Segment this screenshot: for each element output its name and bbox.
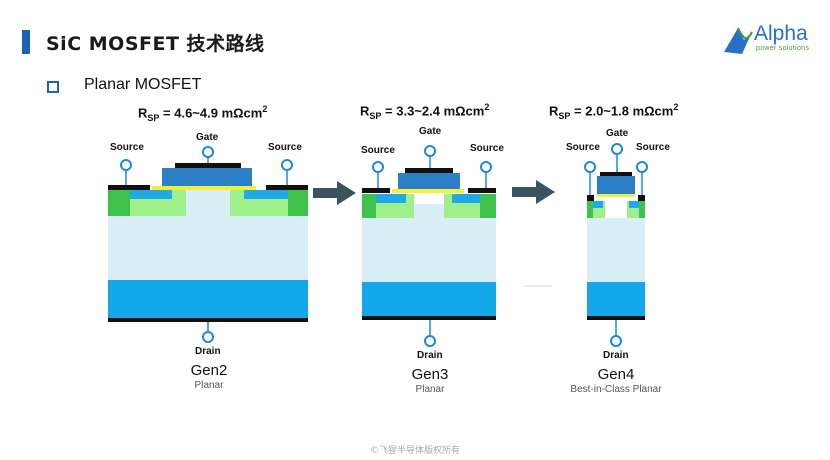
rsp-gen3: RSP = 3.3~2.4 mΩcm2 <box>360 102 490 121</box>
gen4-n-plus-left <box>593 201 603 208</box>
gen4-drain-metal <box>587 316 645 320</box>
gen2-p-plus-left <box>108 190 130 216</box>
gen3-gate-poly <box>398 173 460 189</box>
gen4-drain-label: Drain <box>603 350 629 361</box>
logo-name: Alpha <box>754 22 808 45</box>
bullet-square-icon <box>47 81 59 93</box>
gen2-source-right-label: Source <box>268 142 302 153</box>
gen3-p-plus-right <box>480 194 496 218</box>
gen4-source-metal-right <box>638 195 645 201</box>
title-accent-bar <box>22 30 30 54</box>
rsp-gen4: RSP = 2.0~1.8 mΩcm2 <box>549 102 679 121</box>
gen2-source-left-probe-icon <box>120 159 132 171</box>
gen3-source-metal-left <box>362 188 390 193</box>
gen2-source-metal-right <box>266 185 308 190</box>
gen4-structure: Source Gate Source Drain <box>566 128 670 361</box>
logo-tagline: power solutions <box>756 45 810 52</box>
gen2-substrate <box>108 280 308 318</box>
gen2-n-plus-left <box>130 190 172 199</box>
arrow-gen2-to-gen3-icon <box>313 181 356 205</box>
gen3-drain-probe-icon <box>424 335 436 347</box>
gen4-gate-oxide <box>597 194 635 197</box>
gen3-substrate <box>362 282 496 316</box>
gen2-gate-label: Gate <box>196 132 219 143</box>
section-label: Planar MOSFET <box>84 76 202 93</box>
gen4-drain-probe-icon <box>610 335 622 347</box>
gen2-structure: Source Gate Source Drain <box>108 132 308 357</box>
gen3-n-plus-right <box>452 194 480 203</box>
gen4-n-plus-right <box>629 201 639 208</box>
gen4-source-left-probe-icon <box>584 161 596 173</box>
gen2-type: Planar <box>194 380 224 391</box>
gen3-type: Planar <box>415 384 445 395</box>
gen3-source-metal-right <box>468 188 496 193</box>
gen4-gate-label: Gate <box>606 128 629 139</box>
gen4-name: Gen4 <box>597 366 635 383</box>
gen2-drain-label: Drain <box>195 346 221 357</box>
gen4-gate-probe-icon <box>611 143 623 155</box>
gen2-drain-probe-icon <box>202 331 214 343</box>
gen3-gate-oxide <box>392 189 464 193</box>
gen4-source-right-probe-icon <box>636 161 648 173</box>
gen4-p-plus-right <box>639 201 645 218</box>
gen3-name: Gen3 <box>411 366 449 383</box>
gen3-gate-metal <box>405 168 453 173</box>
rsp-gen2: RSP = 4.6~4.9 mΩcm2 <box>138 104 268 123</box>
gen3-structure: Source Gate Source Drain <box>361 126 504 361</box>
gen4-gate-metal <box>600 172 632 176</box>
gen2-n-plus-right <box>244 190 288 199</box>
gen3-source-left-label: Source <box>361 145 395 156</box>
gen4-source-metal-left <box>587 195 594 201</box>
gen4-type: Best-in-Class Planar <box>570 384 662 395</box>
gen3-drain-label: Drain <box>417 350 443 361</box>
gen2-source-right-probe-icon <box>281 159 293 171</box>
gen3-gate-label: Gate <box>419 126 442 137</box>
gen3-n-plus-left <box>376 194 406 203</box>
gen2-gate-poly <box>162 168 252 186</box>
gen3-gate-probe-icon <box>424 145 436 157</box>
copyright-footer: ©飞猩半导体版权所有 <box>369 446 460 456</box>
gen3-source-right-probe-icon <box>480 161 492 173</box>
gen2-gate-oxide <box>152 186 256 190</box>
gen4-source-right-label: Source <box>636 142 670 153</box>
gen3-source-left-probe-icon <box>372 161 384 173</box>
gen4-p-plus-left <box>587 201 593 218</box>
gen4-source-left-label: Source <box>566 142 600 153</box>
gen3-drain-metal <box>362 316 496 320</box>
gen2-name: Gen2 <box>190 362 228 379</box>
arrow-gen3-to-gen4-icon <box>512 180 555 204</box>
gen2-gate-metal <box>175 163 241 168</box>
gen2-drain-metal <box>108 318 308 322</box>
gen2-source-left-label: Source <box>110 142 144 153</box>
gen2-p-plus-right <box>288 190 308 216</box>
gen3-p-plus-left <box>362 194 376 218</box>
gen2-source-metal-left <box>108 185 150 190</box>
alpha-logo-icon <box>724 27 753 54</box>
gen3-source-right-label: Source <box>470 143 504 154</box>
gen2-gate-probe-icon <box>202 146 214 158</box>
gen4-gate-poly <box>597 176 635 194</box>
gen4-drift-region <box>587 218 645 282</box>
gen4-substrate <box>587 282 645 316</box>
page-title: SiC MOSFET 技术路线 <box>46 33 265 55</box>
